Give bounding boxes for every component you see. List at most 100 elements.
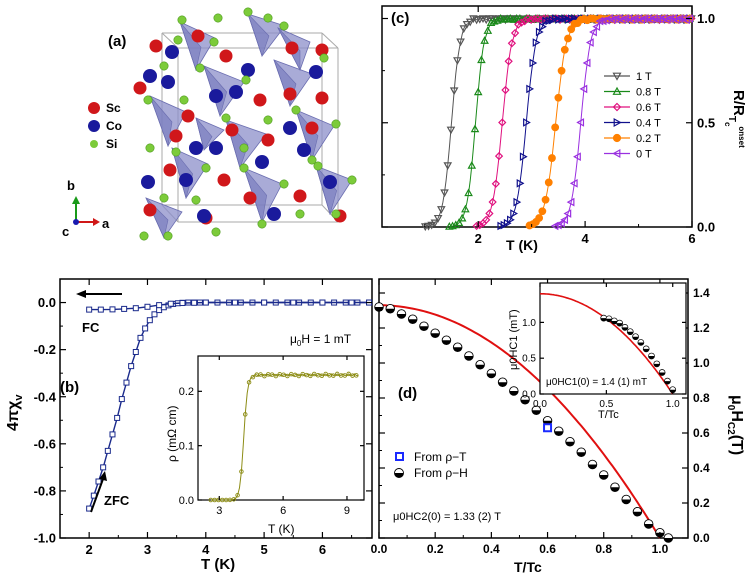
co-atom [209, 141, 223, 155]
si-atom [201, 163, 211, 173]
si-atom [347, 175, 357, 185]
rho-h-point-fill [464, 356, 474, 361]
si-atom [307, 155, 317, 165]
svg-text:R/RTconset: R/RTconset [723, 90, 747, 148]
inset-frame [197, 355, 365, 501]
rho-h-point-fill [532, 410, 541, 415]
co-atom [255, 155, 269, 169]
hc1-point-fill [659, 372, 666, 376]
legend-label: 0.2 T [636, 133, 661, 145]
data-point [507, 39, 517, 48]
rho-h-point-fill [520, 399, 530, 405]
rho-point [323, 371, 328, 377]
data-point [449, 87, 459, 96]
si-atom [163, 231, 173, 241]
co-atom [143, 69, 157, 83]
zfc-point [114, 414, 121, 421]
si-atom [319, 53, 329, 63]
hc1-point-fill [637, 342, 644, 346]
si-atom [171, 147, 181, 157]
si-atom [257, 219, 267, 229]
rho-h-point-fill [487, 373, 496, 378]
rho-h-point-fill [419, 326, 429, 331]
coordination-polyhedra [145, 13, 353, 239]
data-point [451, 220, 461, 229]
rho-h-point-fill [644, 524, 653, 529]
data-point [621, 14, 629, 23]
data-point [478, 15, 488, 24]
data-point [501, 85, 510, 95]
x-axis-title: T (K) [506, 237, 538, 253]
si-atom [195, 63, 205, 73]
si-atom [159, 193, 169, 203]
rho-point [235, 492, 240, 498]
si-atom [173, 35, 183, 45]
legend-label-sc: Sc [106, 101, 121, 115]
data-point [507, 215, 515, 225]
zfc-point [95, 478, 102, 485]
sc-atom [169, 129, 183, 143]
fc-arrow [76, 290, 122, 298]
x-tick-label: 6 [319, 542, 326, 557]
data-point [598, 16, 607, 26]
x-axis-title: T/Tc [514, 559, 542, 575]
y-tick-label: 0.6 [693, 426, 710, 440]
data-point [662, 15, 671, 24]
polyhedron-face [247, 13, 270, 57]
data-point [462, 20, 472, 29]
legend-marker-rho-t [395, 452, 404, 461]
data-point [611, 14, 620, 24]
zfc-point [132, 348, 139, 355]
data-point [560, 215, 569, 225]
zfc-point [123, 379, 130, 386]
x-tick-label: 9 [344, 505, 350, 517]
data-point [529, 58, 538, 68]
hc1-point-fill [616, 323, 623, 327]
y-tick-label: 0.5 [697, 115, 715, 130]
rho-point [342, 373, 348, 378]
data-point [541, 195, 550, 204]
co-atom [309, 65, 323, 79]
y-tick-label: 0.0 [693, 531, 710, 545]
fc-point [202, 299, 209, 306]
rho-h-point-fill [408, 319, 418, 324]
sc-atom [283, 87, 297, 101]
rho-point [300, 371, 305, 377]
x-tick-label: 4 [202, 542, 210, 557]
crystal-axes: b a c [62, 178, 110, 239]
fc-point [121, 305, 128, 312]
data-point [557, 66, 566, 75]
data-point [485, 209, 494, 218]
co-atom [161, 75, 175, 89]
y-tick-label: 0.4 [693, 461, 710, 475]
y-axis-title: 4πχv [5, 394, 25, 431]
x-tick-label: 0.2 [427, 542, 444, 556]
polyhedron-face [295, 109, 319, 162]
fc-point [167, 300, 174, 307]
field-annotation: μ0H = 1 mT [290, 332, 352, 348]
zfc-point [104, 447, 111, 454]
data-point [573, 152, 581, 162]
si-atom [211, 227, 221, 237]
sc-atom [305, 121, 319, 135]
si-atom [239, 143, 249, 153]
rho-t-point [543, 423, 553, 433]
si-atom [243, 7, 253, 17]
cell-edge [161, 32, 179, 49]
x-tick-label: 0.0 [533, 399, 547, 410]
fc-point [191, 299, 198, 306]
rho-point [258, 372, 263, 377]
data-point [579, 84, 588, 94]
data-point [532, 38, 541, 47]
axis-a-label: a [102, 216, 110, 231]
sc-atom [293, 189, 307, 203]
data-point [535, 214, 544, 222]
data-point [470, 124, 480, 133]
rho-point [346, 371, 351, 377]
svg-text:μ0HC2(T): μ0HC2(T) [725, 395, 745, 455]
y-tick-label: 1.2 [693, 321, 710, 335]
